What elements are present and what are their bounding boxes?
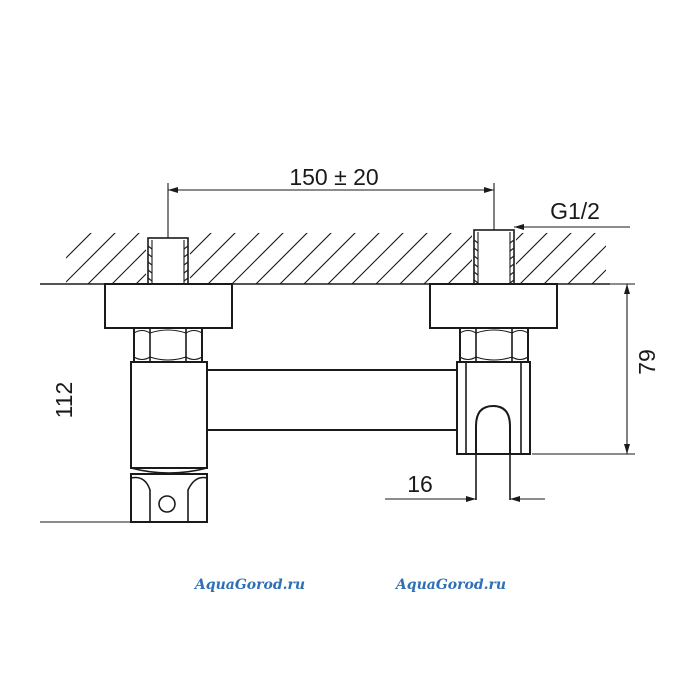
hatch-line [519, 233, 572, 285]
watermark-right: AquaGorod.ru [394, 577, 506, 593]
connecting-tube [198, 369, 461, 431]
hatch-line [543, 233, 596, 285]
hatch-line [664, 232, 700, 284]
wall-hatching [40, 232, 700, 285]
right-hex-nut [459, 327, 529, 363]
dimension-outlet-diameter: 16 [385, 471, 545, 502]
dimension-spacing-label: 150 ± 20 [289, 164, 378, 190]
left-wall-flange [104, 283, 233, 329]
watermark-left: AquaGorod.ru [193, 577, 305, 593]
hatch-line [591, 269, 606, 285]
hatch-line [66, 233, 92, 259]
hatch-line [423, 233, 476, 285]
hatch-line [399, 233, 452, 285]
hatch-line [567, 245, 606, 285]
hatch-line [255, 233, 308, 285]
left-mixer-body [130, 361, 208, 474]
right-mixer-body [456, 361, 531, 455]
hatch-line [66, 233, 116, 283]
hatch-line [279, 233, 332, 285]
dimension-outlet-diameter-label: 16 [407, 471, 433, 497]
right-wall-flange [429, 283, 558, 329]
hatch-line [351, 233, 404, 285]
hatch-line [375, 233, 428, 285]
hatch-line [207, 233, 260, 285]
hatch-line [183, 233, 236, 285]
dimension-outlet-height-label: 79 [634, 349, 660, 375]
hatch-line [303, 233, 356, 285]
outlet-pipe [475, 454, 511, 500]
hatch-line [231, 233, 284, 285]
hatch-line [616, 232, 668, 284]
left-handle [130, 473, 208, 523]
dimension-total-height-label: 112 [51, 382, 77, 419]
hatch-line [640, 232, 692, 284]
hatch-line [327, 233, 380, 285]
dimension-outlet-height: 79 [532, 283, 660, 455]
left-hex-nut [133, 327, 203, 363]
dimension-thread: G1/2 [514, 198, 630, 230]
hatch-line [87, 233, 140, 285]
dimension-thread-label: G1/2 [550, 198, 600, 224]
dimension-total-height: 112 [40, 382, 131, 523]
dimension-spacing: 150 ± 20 [167, 164, 495, 238]
